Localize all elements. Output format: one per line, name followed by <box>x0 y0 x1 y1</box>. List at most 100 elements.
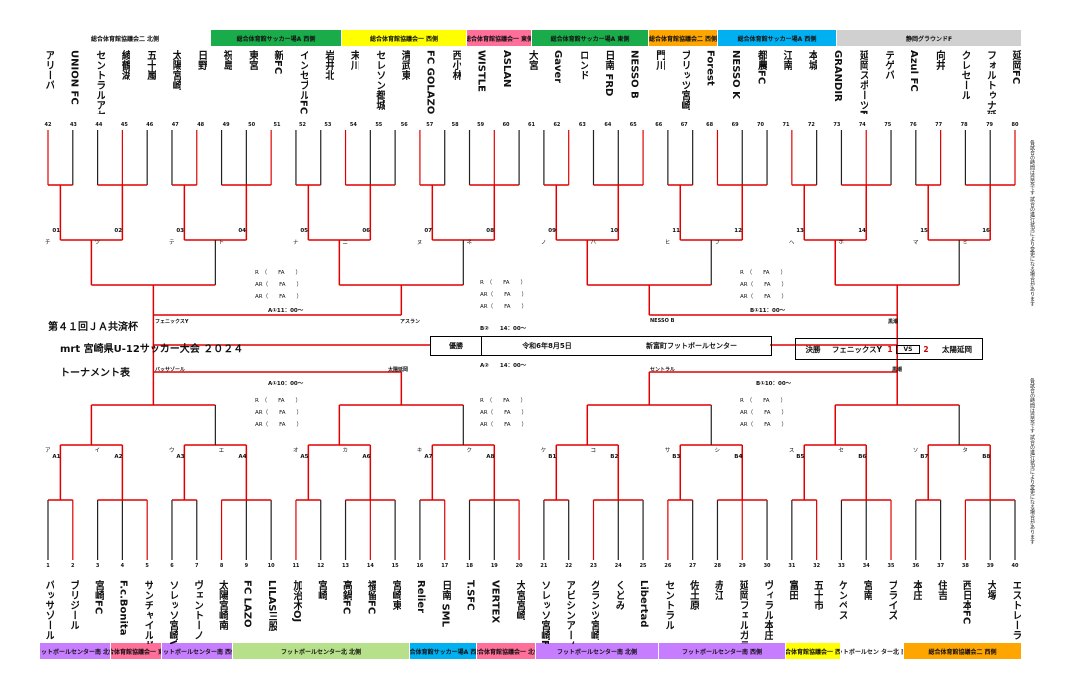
team-name: ASLAN <box>501 50 513 88</box>
seed-number: 7 <box>195 563 199 569</box>
seed-number: 15 <box>391 563 399 569</box>
team-name: エストレーラ <box>1010 580 1021 640</box>
seed-number: 31 <box>788 563 796 569</box>
referee-row: AR（ FA ） <box>255 422 303 428</box>
referee-row: R （ FA ） <box>480 398 526 404</box>
semi-bot-right: セントラル <box>650 367 676 373</box>
seed-number: 54 <box>349 122 357 128</box>
venue-label: フットボールセンター南 北側 <box>40 643 110 659</box>
team-name: ヴィラル本庄 <box>762 580 774 640</box>
kana-label-top: フ <box>714 240 720 246</box>
team-name: ブリッツ宮崎 <box>679 50 691 110</box>
seed-number: 9 <box>244 563 249 569</box>
kana-label-bottom: イ <box>94 448 101 454</box>
team-name: 宮南 <box>861 580 873 600</box>
seed-number: 16 <box>416 563 424 569</box>
venue-label: 総合体育館協議会一 西側 <box>342 30 466 46</box>
match-number-bottom: B5 <box>796 454 805 460</box>
kana-label-bottom: ク <box>466 448 473 454</box>
seed-number: 6 <box>170 563 174 569</box>
seed-number: 79 <box>986 122 994 128</box>
seed-number: 56 <box>400 122 408 128</box>
team-name: 門川 <box>653 50 665 70</box>
kana-label-bottom: カ <box>342 448 349 454</box>
seed-number: 45 <box>120 122 128 128</box>
seed-number: 26 <box>664 563 672 569</box>
final-team2: 太陽延岡 <box>942 344 972 354</box>
team-name: 清武東 <box>399 50 411 80</box>
time-a-bot: A①10：00～ <box>268 381 304 387</box>
team-name: 日野 <box>195 50 207 70</box>
team-name: グランツ宮崎 <box>588 580 600 640</box>
team-name: 向井 <box>933 50 945 70</box>
kana-label-top: ネ <box>466 240 473 246</box>
team-name: クレセール <box>959 50 971 100</box>
venue-label: 総合体育館協議会一 東側 <box>111 643 161 659</box>
team-name: バッサゾール <box>43 580 54 640</box>
referee-row: AR（ FA ） <box>740 410 788 416</box>
kana-label-top: ノ <box>540 240 547 246</box>
seed-number: 55 <box>375 122 383 128</box>
seed-number: 43 <box>69 122 77 128</box>
match-number-bottom: B6 <box>858 454 867 460</box>
team-name: WISTLE <box>475 50 487 92</box>
seed-number: 24 <box>614 563 622 569</box>
seed-number: 39 <box>986 563 994 569</box>
time-a-top: A①11：00～ <box>268 308 304 314</box>
team-name: 綾鶴湖 <box>119 50 131 80</box>
seed-number: 3 <box>95 563 100 569</box>
seed-number: 46 <box>146 122 154 128</box>
seed-number: 65 <box>629 122 637 128</box>
semi-bot-left: バッサゾール <box>155 367 186 373</box>
kana-label-bottom: サ <box>664 448 671 454</box>
seed-number: 76 <box>909 122 917 128</box>
team-name: NESSO B <box>628 50 640 99</box>
team-name: セレソン都城 <box>373 50 385 110</box>
semi-mid-left: アスラン <box>400 319 421 325</box>
seed-number: 27 <box>689 563 697 569</box>
match-number-top: 05 <box>300 228 308 234</box>
match-number-top: 09 <box>548 228 556 234</box>
champion-date: 令和6年8月5日 <box>481 337 612 355</box>
team-name: 佐土原 <box>687 580 699 610</box>
seed-number: 17 <box>441 563 449 569</box>
venue-label: フットボールセンター北 北側 <box>233 643 409 659</box>
venue-label: 総合体育館サッカー場A 西側 <box>410 643 476 659</box>
referee-row: AR（ FA ） <box>740 294 788 300</box>
kana-label-top: ヘ <box>788 240 795 246</box>
team-name: 延岡フェルガティ <box>737 580 749 644</box>
semi-top-left: フェニックスY <box>155 319 189 325</box>
venue-label: 総合体育館サッカー場A 西側 <box>718 30 836 46</box>
venue-label: 総合体育館協議会二 北側 <box>40 30 210 46</box>
seed-number: 23 <box>590 563 597 569</box>
kana-label-top: チ <box>45 240 51 246</box>
team-name: 日南 SML <box>439 580 451 628</box>
seed-number: 48 <box>197 122 205 128</box>
team-name: くどみ <box>613 580 625 610</box>
final-label: 決勝 <box>805 344 821 354</box>
seed-number: 77 <box>935 122 943 128</box>
kana-label-bottom: コ <box>590 448 596 454</box>
kana-label-top: ヒ <box>664 240 671 246</box>
venue-label: 総合体育館サッカー場A 西側 <box>211 30 341 46</box>
seed-number: 74 <box>858 122 866 128</box>
kana-label-bottom: シ <box>714 448 720 454</box>
seed-number: 59 <box>477 122 485 128</box>
team-name: 西日本FC <box>960 580 972 625</box>
match-number-top: 03 <box>176 228 185 234</box>
match-number-bottom: B7 <box>920 454 929 460</box>
team-name: 赤江 <box>712 580 724 600</box>
side-note: 各試合の時間は目安です 試合の進行状況により変更になる場合があります <box>1029 140 1035 307</box>
title-line2: mrt 宮崎県U-12サッカー大会 ２０２４ <box>60 344 244 355</box>
referee-row: AR（ FA ） <box>740 422 788 428</box>
team-name: ヴェントーノ <box>191 580 203 640</box>
kana-label-bottom: オ <box>292 448 299 454</box>
team-name: 宮崎東 <box>390 580 402 610</box>
seed-number: 19 <box>490 563 498 569</box>
team-name: 住吉 <box>935 580 947 600</box>
team-name: ロンド <box>577 50 589 80</box>
kana-label-top: ナ <box>292 240 299 246</box>
seed-number: 70 <box>757 122 764 128</box>
team-name: 五十市 <box>811 580 823 610</box>
team-name: 延岡FC <box>1010 50 1021 85</box>
